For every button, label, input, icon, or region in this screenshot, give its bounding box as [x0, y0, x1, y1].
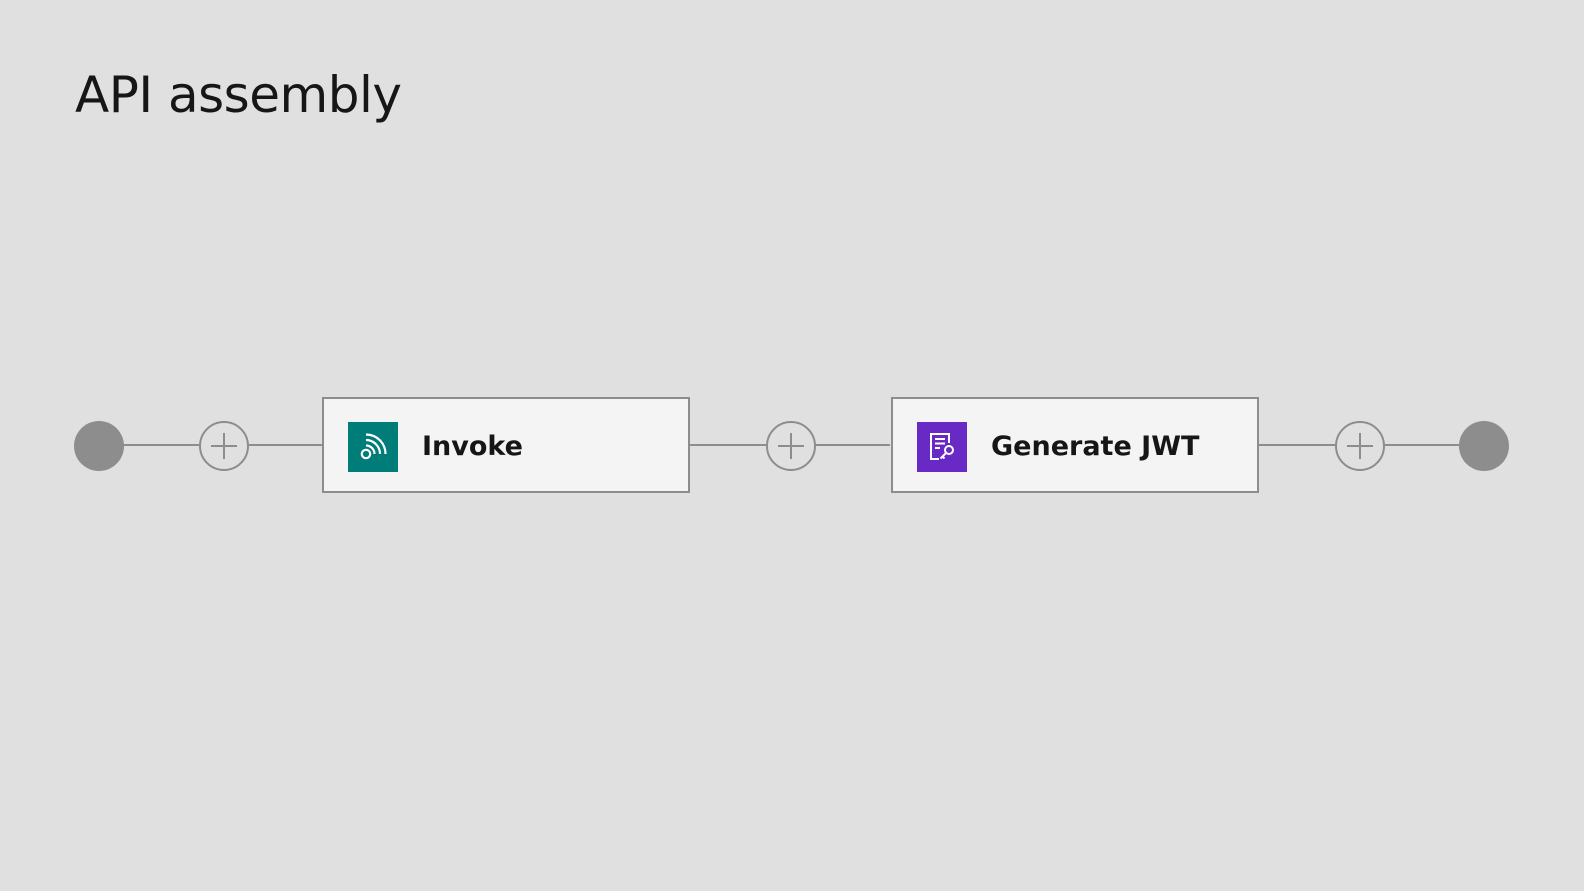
policy-node-invoke[interactable]: Invoke: [322, 397, 690, 493]
plus-icon: [1347, 433, 1373, 459]
add-policy-button[interactable]: [199, 421, 249, 471]
policy-label: Invoke: [422, 431, 523, 462]
start-circle-icon: [74, 421, 124, 471]
connector-line: [690, 444, 766, 446]
connector-line: [123, 444, 199, 446]
add-policy-button[interactable]: [1335, 421, 1385, 471]
generate-jwt-icon: [917, 422, 967, 472]
connector-line: [1383, 444, 1459, 446]
end-circle-icon: [1459, 421, 1509, 471]
connector-line: [247, 444, 322, 446]
add-policy-button[interactable]: [766, 421, 816, 471]
connector-line: [1259, 444, 1335, 446]
policy-node-generate-jwt[interactable]: Generate JWT: [891, 397, 1259, 493]
plus-icon: [211, 433, 237, 459]
policy-label: Generate JWT: [991, 431, 1200, 462]
invoke-icon: [348, 422, 398, 472]
plus-icon: [778, 433, 804, 459]
connector-line: [814, 444, 890, 446]
page-title: API assembly: [75, 66, 402, 124]
